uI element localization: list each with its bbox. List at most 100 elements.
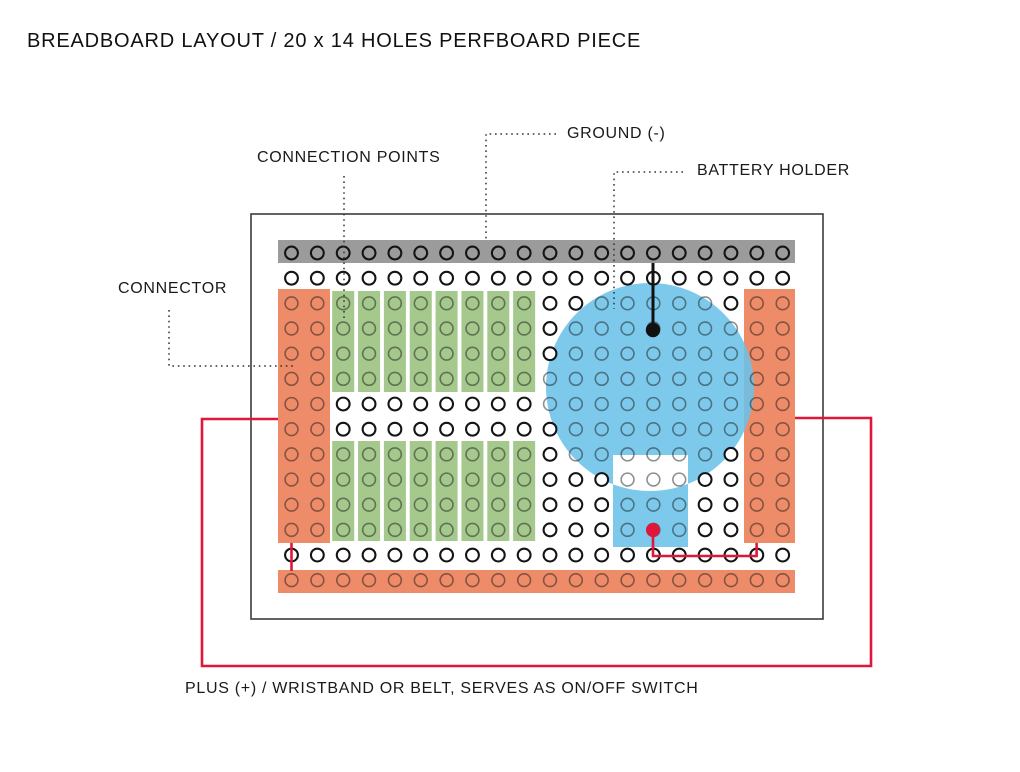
hole — [439, 573, 454, 588]
connection-strip-group1 — [487, 291, 510, 392]
hole — [361, 421, 377, 437]
hole — [620, 547, 635, 563]
hole — [775, 522, 790, 538]
hole — [490, 396, 506, 412]
hole — [594, 522, 610, 538]
hole — [697, 522, 713, 538]
hole-grid — [284, 245, 791, 588]
hole — [465, 371, 480, 387]
hole — [723, 270, 739, 286]
hole — [620, 321, 635, 336]
hole — [723, 371, 739, 387]
hole — [361, 270, 377, 286]
hole — [620, 472, 635, 487]
hole — [336, 296, 351, 311]
hole — [775, 296, 790, 311]
connection-strip-group2 — [435, 441, 458, 541]
hole — [387, 371, 403, 387]
hole — [645, 245, 661, 261]
hole — [361, 296, 377, 311]
hole — [516, 396, 532, 412]
hole — [284, 245, 299, 261]
page-title: BREADBOARD LAYOUT / 20 x 14 HOLES PERFBO… — [27, 30, 642, 52]
ground-rail — [278, 240, 795, 263]
hole — [568, 547, 584, 563]
hole — [387, 522, 403, 538]
hole — [465, 547, 480, 563]
hole — [491, 497, 506, 512]
hole — [671, 245, 687, 261]
hole — [387, 497, 403, 512]
hole — [568, 497, 584, 513]
hole — [284, 296, 299, 311]
hole — [749, 270, 765, 286]
label-connector: CONNECTOR — [118, 280, 228, 297]
hole — [361, 321, 377, 336]
hole — [284, 497, 299, 512]
hole — [646, 447, 661, 462]
hole — [309, 270, 325, 286]
connector-strip-right — [744, 289, 795, 543]
hole — [697, 497, 713, 513]
hole — [594, 321, 609, 336]
hole — [594, 396, 609, 412]
hole — [491, 573, 506, 588]
connection-strip-group2 — [487, 441, 510, 541]
hole — [336, 321, 351, 336]
hole — [516, 421, 532, 437]
hole — [465, 472, 480, 487]
hole — [697, 346, 713, 361]
hole — [361, 371, 377, 387]
hole — [671, 270, 687, 286]
hole — [775, 321, 790, 336]
hole — [723, 573, 739, 588]
hole — [542, 573, 558, 588]
hole — [413, 245, 429, 261]
hole — [465, 270, 480, 286]
hole — [413, 447, 428, 462]
hole — [284, 447, 299, 462]
hole — [775, 472, 790, 487]
hole — [465, 321, 480, 336]
hole — [749, 497, 764, 512]
hole — [749, 371, 764, 387]
hole — [516, 522, 532, 538]
hole — [413, 472, 428, 487]
hole — [697, 270, 713, 286]
hole — [646, 421, 661, 437]
hole — [361, 346, 377, 361]
hole — [310, 346, 325, 361]
hole — [465, 573, 480, 588]
label-battery-holder: BATTERY HOLDER — [697, 162, 850, 179]
hole — [594, 245, 610, 261]
hole — [594, 270, 610, 286]
hole — [284, 573, 299, 588]
hole — [439, 346, 454, 361]
hole — [568, 346, 584, 361]
battery-holder-leader — [613, 171, 683, 309]
hole — [284, 421, 299, 437]
hole — [620, 396, 635, 412]
hole — [310, 522, 325, 538]
hole — [361, 396, 377, 412]
hole — [594, 447, 609, 462]
connection-strip-group1 — [435, 291, 458, 392]
hole — [594, 472, 610, 487]
hole — [697, 245, 713, 261]
hole — [361, 472, 377, 487]
hole — [542, 421, 558, 437]
plus-wire-loop — [200, 416, 873, 668]
hole — [516, 497, 532, 512]
hole — [413, 346, 428, 361]
hole — [697, 472, 713, 487]
hole — [439, 447, 454, 462]
hole — [697, 296, 713, 311]
hole — [749, 346, 764, 361]
hole — [723, 522, 739, 538]
hole — [491, 321, 506, 336]
connection-strip-group1 — [358, 291, 381, 392]
hole — [620, 421, 635, 437]
hole — [542, 371, 558, 387]
hole — [310, 296, 325, 311]
hole — [413, 497, 428, 512]
